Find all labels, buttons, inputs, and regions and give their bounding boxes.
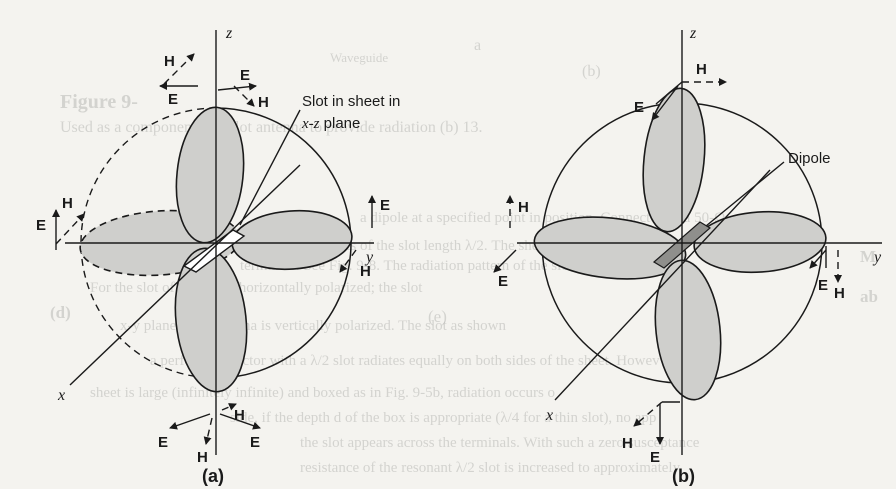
field-label-a-0: H bbox=[164, 53, 175, 70]
field-label-a-7: H bbox=[360, 263, 371, 280]
field-label-b-4: E bbox=[818, 277, 828, 294]
field-label-a-1: E bbox=[168, 91, 178, 108]
e-arrow-bottom-right-a bbox=[219, 413, 261, 430]
h-arrow-right-a bbox=[339, 249, 357, 273]
ghost-line-10: the slot appears across the terminals. W… bbox=[300, 435, 700, 451]
callout-leader-a bbox=[239, 109, 301, 226]
ghost-line-11: resistance of the resonant λ/2 slot is i… bbox=[300, 460, 681, 476]
caption-a: (a) bbox=[202, 466, 224, 486]
ghost-side-d: (d) bbox=[50, 303, 71, 322]
ghost-side-e: (e) bbox=[428, 307, 447, 326]
axis-label-x-b: x bbox=[545, 407, 553, 424]
lobe-bottom-a bbox=[174, 247, 248, 393]
ghost-side-m: M bbox=[860, 247, 876, 266]
ghost-waveguide: Waveguide bbox=[330, 50, 388, 65]
field-label-b-3: E bbox=[498, 273, 508, 290]
field-label-a-11: H bbox=[197, 449, 208, 466]
ghost-fig-ref-b: (b) bbox=[582, 63, 601, 80]
h-arrow-bottom-b bbox=[633, 401, 663, 427]
caption-b: (b) bbox=[672, 466, 695, 486]
field-label-b-0: H bbox=[696, 61, 707, 78]
ghost-line-7: a perfect conductor with a λ/2 slot radi… bbox=[150, 353, 660, 369]
axis-label-z-a: z bbox=[225, 25, 233, 42]
ghost-side-ab: ab bbox=[860, 287, 878, 306]
axis-label-y-a: y bbox=[364, 249, 374, 266]
lobe-left-b bbox=[533, 216, 687, 280]
callout-leader-b bbox=[705, 161, 785, 227]
field-label-a-2: E bbox=[240, 67, 250, 84]
field-label-a-3: H bbox=[258, 94, 269, 111]
x-axis-a bbox=[69, 164, 301, 386]
h-arrow-bottom-a bbox=[221, 403, 237, 411]
h-tail-top-b bbox=[655, 81, 683, 105]
ghost-figure-title: Figure 9- bbox=[60, 91, 138, 113]
e-arrow-bottom-left-a bbox=[169, 413, 211, 430]
x-axis-b bbox=[554, 169, 771, 401]
ghost-line-1: Used as a component of a slot antenna to… bbox=[60, 119, 483, 136]
e-arrow-top-right-a bbox=[217, 82, 257, 91]
h-arrow-left-a bbox=[55, 213, 85, 245]
field-label-b-6: H bbox=[622, 435, 633, 452]
ghost-fig-ref-a: a bbox=[474, 37, 481, 54]
axis-label-z-b: z bbox=[689, 25, 697, 42]
field-label-a-8: H bbox=[234, 407, 245, 424]
h-arrow-bottom-down-a bbox=[203, 417, 213, 445]
field-label-a-4: E bbox=[36, 217, 46, 234]
ghost-line-9: side, if the depth d of the box is appro… bbox=[230, 410, 656, 426]
e-arrow-right-b bbox=[809, 249, 827, 269]
figure-b-dipole-pattern: z y x Dipole H E H E E H H E (b) bbox=[493, 25, 882, 486]
lobe-bottom-b bbox=[654, 259, 722, 401]
sphere-back-a bbox=[80, 107, 217, 379]
figure-a-slot-pattern: z y x Slot in sheet in x-z plane H E E H… bbox=[36, 25, 400, 486]
field-label-b-5: H bbox=[834, 285, 845, 302]
field-label-a-5: H bbox=[62, 195, 73, 212]
field-label-a-6: E bbox=[380, 197, 390, 214]
e-arrow-left-b bbox=[493, 249, 517, 273]
field-label-b-7: E bbox=[650, 449, 660, 466]
callout-dipole-b: Dipole bbox=[788, 150, 831, 167]
callout-plane-a: x-z plane bbox=[301, 115, 360, 132]
ghost-line-5: For the slot of the sheet, horizontally … bbox=[90, 280, 423, 296]
e-arrow-top-b bbox=[651, 85, 679, 121]
axis-label-x-a: x bbox=[57, 387, 65, 404]
lobe-right-b bbox=[693, 210, 827, 274]
field-label-b-1: E bbox=[634, 99, 644, 116]
callout-slot-a: Slot in sheet in bbox=[302, 93, 400, 110]
h-arrow-top-right-a bbox=[233, 85, 255, 107]
axis-label-y-b: y bbox=[872, 249, 882, 266]
field-label-a-9: E bbox=[158, 434, 168, 451]
field-label-b-2: H bbox=[518, 199, 529, 216]
field-label-a-10: E bbox=[250, 434, 260, 451]
ghost-line-8: sheet is large (infinitely infinite) and… bbox=[90, 385, 555, 401]
